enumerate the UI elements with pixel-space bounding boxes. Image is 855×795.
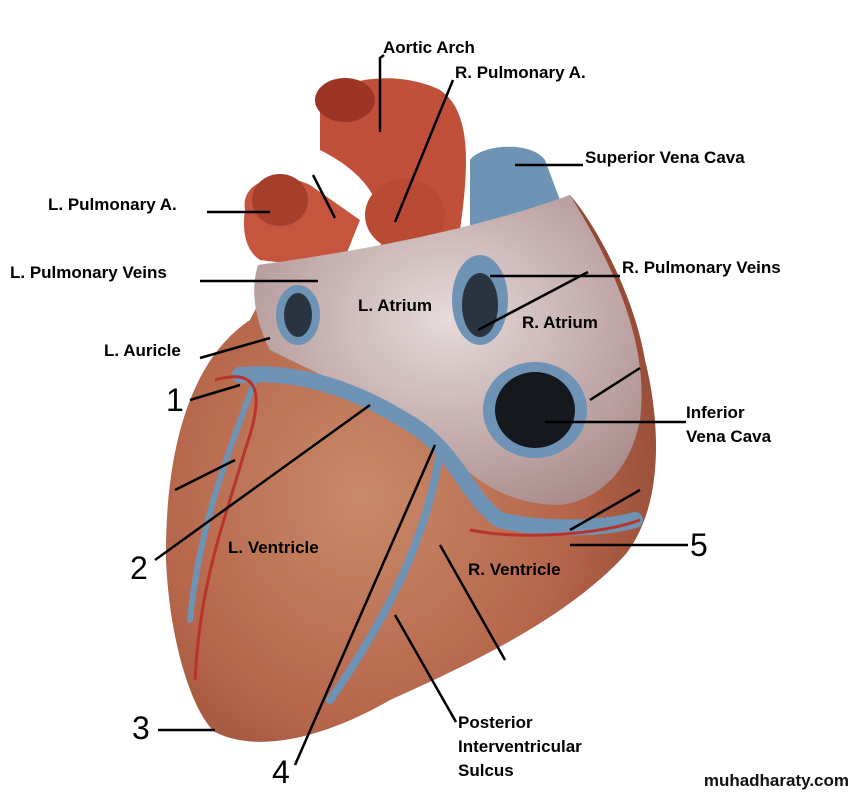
label-l-auricle: L. Auricle [104,341,181,360]
label-piv-1: Posterior [458,713,533,732]
marker-1: 1 [166,382,184,418]
vein-openings [276,255,587,458]
marker-5: 5 [690,527,708,563]
leader-lines [154,54,688,766]
marker-4: 4 [272,754,290,790]
label-r-ventricle: R. Ventricle [468,560,561,579]
coronary-sinus [187,366,643,704]
label-r-atrium: R. Atrium [522,313,598,332]
label-inferior-vena-cava-2: Vena Cava [686,427,772,446]
label-aortic-arch: Aortic Arch [383,38,475,57]
marker-3: 3 [132,710,150,746]
label-l-atrium: L. Atrium [358,296,432,315]
marker-2: 2 [130,550,148,586]
coronary-arteries [193,375,641,681]
label-inferior-vena-cava-1: Inferior [686,403,745,422]
label-piv-3: Sulcus [458,761,514,780]
label-r-pulmonary-a: R. Pulmonary A. [455,63,586,82]
label-superior-vena-cava: Superior Vena Cava [585,148,745,167]
superior-vena-cava [470,146,560,240]
label-l-pulmonary-a: L. Pulmonary A. [48,195,177,214]
label-r-pulmonary-veins: R. Pulmonary Veins [622,258,781,277]
pulmonary-arteries [243,174,445,270]
label-l-ventricle: L. Ventricle [228,538,319,557]
label-piv-2: Interventricular [458,737,582,756]
watermark: muhadharaty.com [703,771,849,790]
label-l-pulmonary-veins: L. Pulmonary Veins [10,263,167,282]
